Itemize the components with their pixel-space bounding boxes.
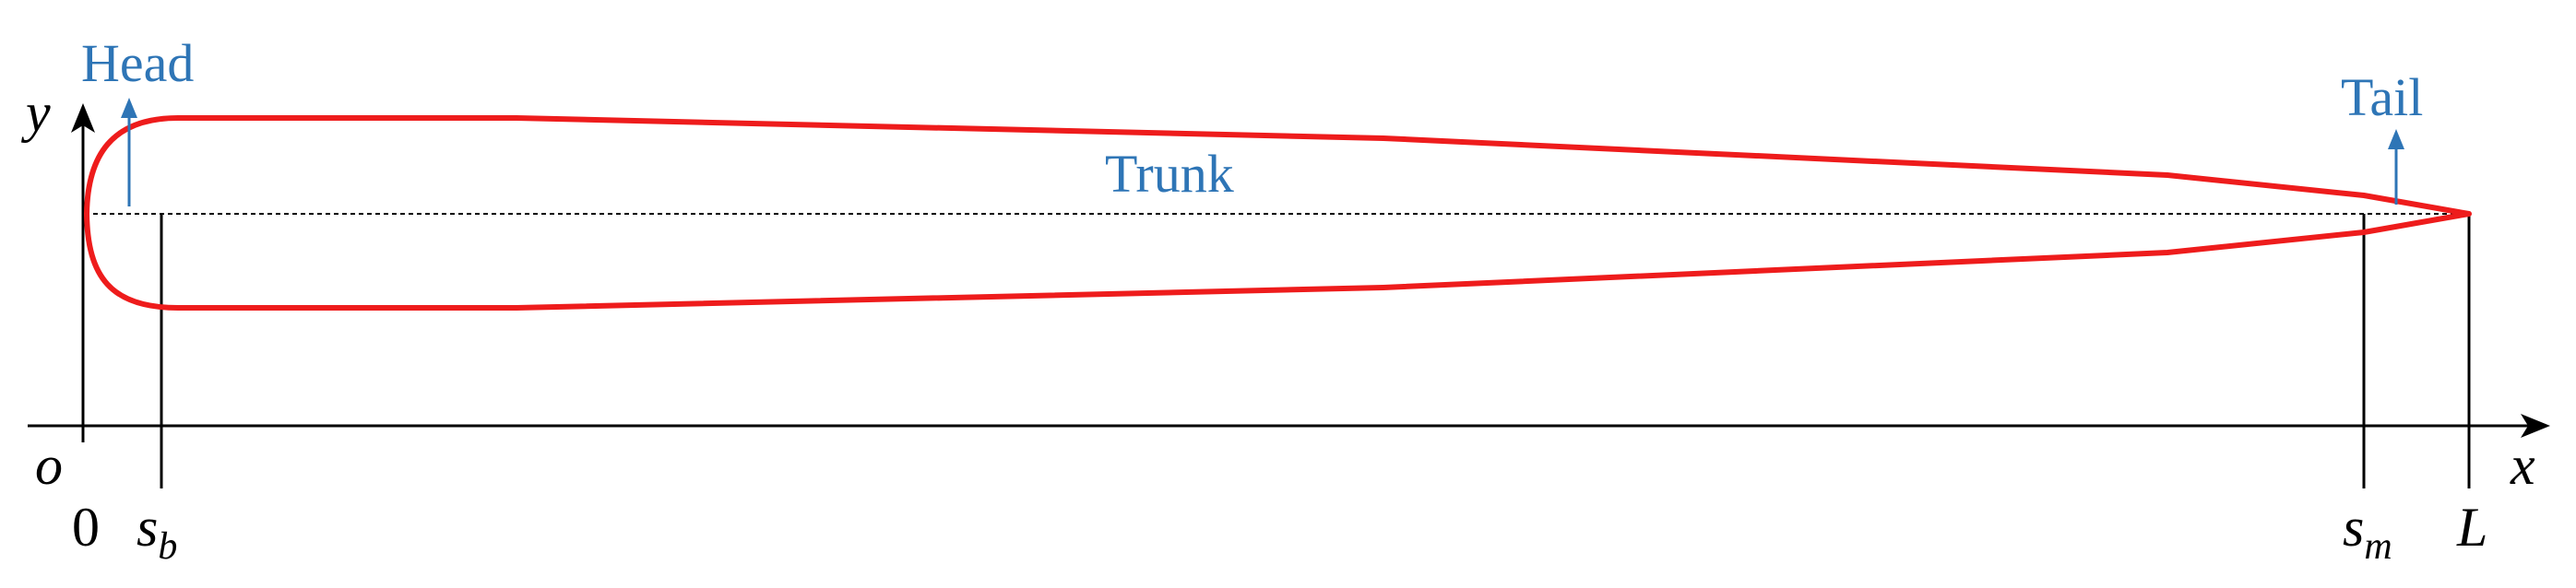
tail-label: Tail	[2341, 67, 2423, 127]
head-arrow	[121, 98, 137, 206]
sm-base: s	[2343, 497, 2364, 558]
zero-tick-label: 0	[72, 497, 100, 558]
body-outline	[84, 115, 2472, 311]
x-axis-label: x	[2510, 435, 2535, 496]
head-label: Head	[81, 33, 194, 93]
x-axis-arrowhead	[2521, 414, 2550, 438]
sm-tick-label: sm	[2343, 497, 2392, 568]
y-axis-arrowhead	[71, 103, 95, 133]
l-tick-label: L	[2456, 497, 2487, 558]
sb-base: s	[137, 497, 158, 558]
origin-label: o	[35, 435, 63, 496]
y-axis-label: y	[20, 82, 51, 143]
sm-subscript: m	[2364, 525, 2392, 568]
x-axis	[28, 414, 2550, 438]
sb-tick-label: sb	[137, 497, 177, 568]
y-axis	[71, 103, 95, 426]
sb-subscript: b	[158, 525, 177, 568]
tail-arrow	[2388, 129, 2404, 205]
trunk-label: Trunk	[1105, 144, 1234, 204]
